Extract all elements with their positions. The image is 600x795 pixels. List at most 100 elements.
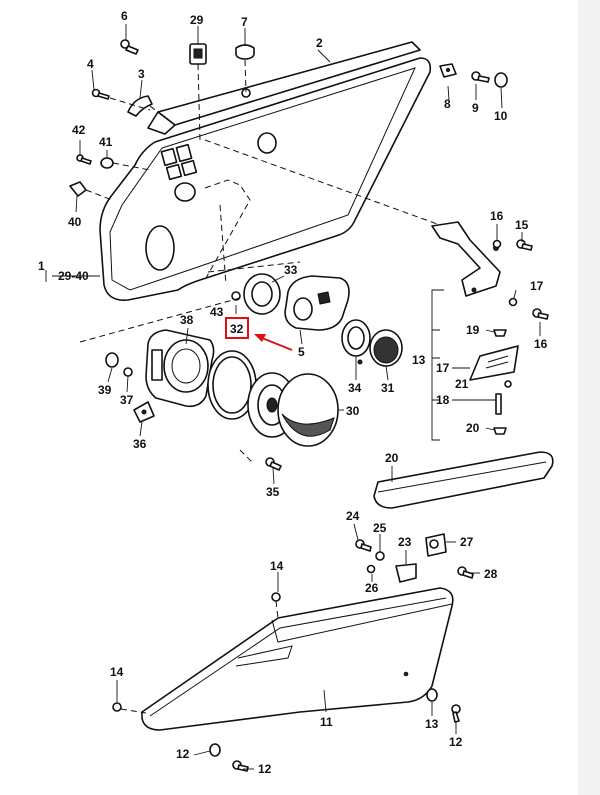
label-22: 20 (385, 451, 399, 465)
label-3: 3 (138, 67, 145, 81)
hinge-bracket (431, 221, 501, 297)
label-29-40: 29-40 (58, 269, 89, 283)
label-40: 40 (68, 215, 82, 229)
speaker-30 (247, 372, 339, 447)
door-pocket-11 (141, 587, 454, 731)
washer-25 (375, 551, 385, 561)
screw-14b (112, 702, 147, 714)
screw-28 (457, 566, 474, 579)
nut-13a (209, 743, 221, 757)
label-37: 38 (180, 313, 194, 327)
screw-42 (76, 154, 92, 165)
handle-3 (127, 95, 169, 121)
label-36: 36 (133, 437, 147, 451)
top-trim-strip (147, 41, 421, 135)
label-2: 2 (316, 36, 323, 50)
speaker-ring-33 (243, 273, 281, 315)
door-panel (99, 57, 432, 302)
screw-4 (91, 88, 151, 111)
label-17a: 16 (490, 209, 504, 223)
clip-29 (189, 43, 207, 141)
label-42: 42 (72, 123, 86, 137)
label-23: 23 (398, 535, 412, 549)
cap-10 (494, 72, 508, 88)
label-26: 26 (365, 581, 379, 595)
label-16b: 16 (534, 337, 548, 351)
label-17b: 17 (530, 279, 544, 293)
label-4: 4 (87, 57, 94, 71)
screw-14a (271, 592, 281, 619)
label-6: 6 (121, 9, 128, 23)
label-28: 28 (484, 567, 498, 581)
label-9: 9 (472, 101, 479, 115)
clip-40 (69, 181, 113, 201)
label-30: 30 (346, 404, 360, 418)
highlight-box (225, 317, 249, 339)
label-21: 21 (455, 377, 469, 391)
grille-plate-5 (284, 275, 350, 331)
round-opening (174, 182, 196, 202)
clip-8 (439, 63, 457, 78)
label-41: 41 (99, 135, 113, 149)
label-27: 27 (460, 535, 474, 549)
clip-20b (493, 427, 507, 435)
label-24: 24 (346, 509, 360, 523)
rod-19 (495, 393, 502, 415)
screw-6 (120, 39, 139, 55)
lock-27 (425, 533, 447, 557)
speaker-ring-32 (207, 350, 257, 420)
washer-38 (123, 367, 133, 377)
nut-39 (105, 352, 119, 368)
nut-13b (426, 688, 438, 702)
right-margin-strip (578, 0, 600, 795)
speaker-opening-upper (145, 225, 175, 271)
label-25: 25 (373, 521, 387, 535)
nut-26 (366, 564, 376, 574)
washer-17a (492, 239, 502, 249)
label-13b: 13 (425, 717, 439, 731)
highlight-callout-32: 32 (225, 317, 293, 351)
pad-23 (395, 563, 417, 583)
grommet-7 (235, 44, 255, 93)
label-31: 31 (381, 381, 395, 395)
highlight-arrow-head (254, 334, 266, 342)
washer-43 (231, 291, 241, 301)
label-39: 39 (98, 383, 112, 397)
screw-9 (471, 71, 490, 83)
label-1: 1 (38, 259, 45, 273)
label-32: 32 (230, 322, 244, 336)
label-12a: 12 (258, 762, 272, 776)
label-34: 34 (348, 381, 362, 395)
screw-12b (451, 704, 461, 723)
label-43: 43 (210, 305, 224, 319)
label-11: 11 (320, 715, 333, 729)
label-14b: 14 (110, 665, 124, 679)
label-12b: 12 (449, 735, 463, 749)
label-14a: 14 (270, 559, 284, 573)
screw-35 (265, 457, 282, 471)
label-13a: 12 (176, 747, 190, 761)
washer-17b (508, 297, 518, 307)
bracket-36 (133, 401, 155, 423)
highlight-arrow-shaft (261, 337, 293, 351)
screw-16a (516, 239, 533, 251)
latch-18 (469, 345, 519, 381)
screw-24 (355, 539, 372, 552)
screw-16b (532, 308, 549, 320)
label-10: 10 (494, 109, 508, 123)
label-38: 37 (120, 393, 134, 407)
label-16a: 15 (515, 218, 529, 232)
label-5: 5 (298, 345, 305, 359)
label-35: 35 (266, 485, 280, 499)
armrest-22 (373, 451, 554, 509)
label-33: 33 (284, 263, 298, 277)
label-20b: 20 (466, 421, 480, 435)
label-19: 18 (436, 393, 450, 407)
screw-12a (232, 760, 249, 772)
pin-21 (504, 380, 512, 388)
round-opening-top (257, 132, 277, 154)
clip-20a (493, 329, 507, 337)
label-29: 29 (190, 13, 204, 27)
